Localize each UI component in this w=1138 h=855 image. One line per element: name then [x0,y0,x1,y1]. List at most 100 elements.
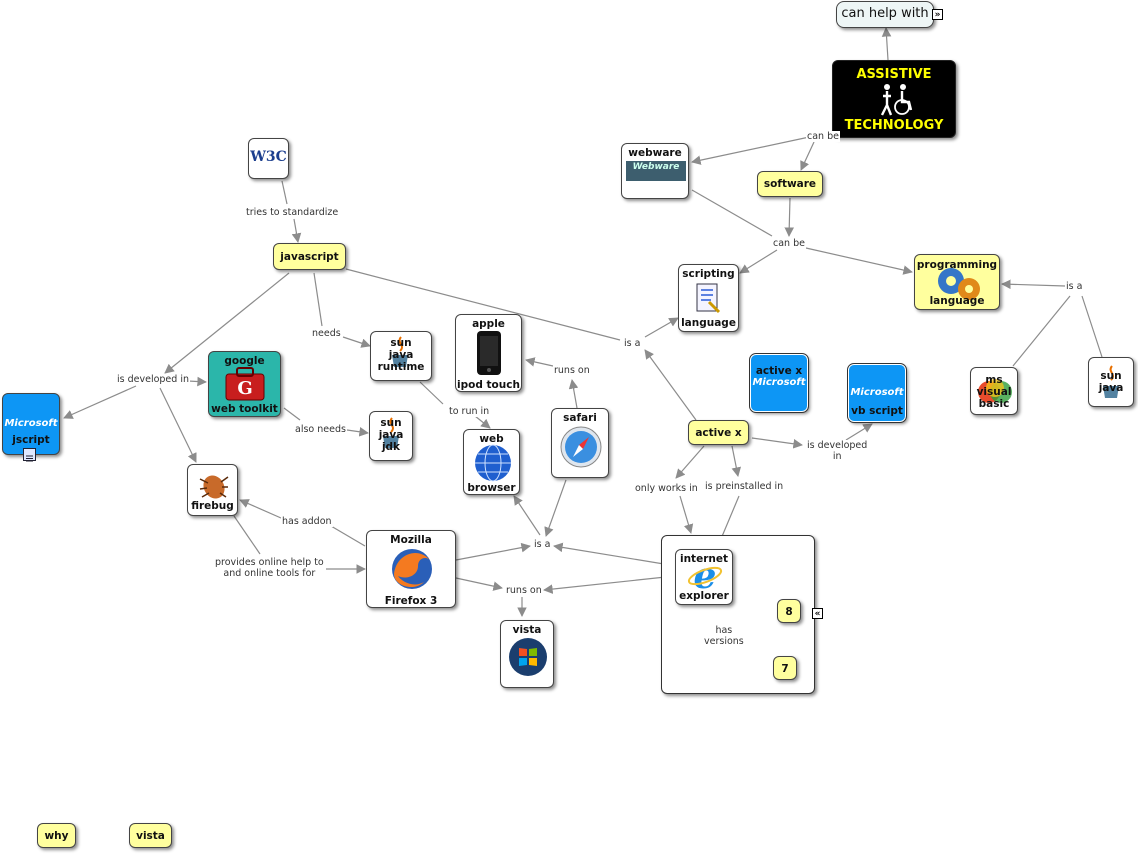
node-scripting-language[interactable]: scripting language [678,264,739,332]
link-label[interactable]: also needs [294,424,347,435]
node-label: explorer [679,590,729,602]
script-document-icon [696,283,721,314]
link-label[interactable]: is preinstalled in [704,481,785,492]
link-label[interactable]: tries to standardize [245,207,340,218]
node-label: language [681,317,736,329]
link-label[interactable]: to run in [448,406,491,417]
node-label: ASSISTIVE [856,67,932,82]
java-cup-icon [383,417,399,448]
node-label: java [388,349,414,361]
node-label: javascript [280,251,339,263]
safari-compass-icon [560,426,602,468]
node-web-browser[interactable]: web browser [463,429,520,495]
node-webware[interactable]: webware Webware [621,143,689,199]
link-label-developed-in[interactable]: is developed in [806,440,869,462]
node-active-x[interactable]: active x [688,420,749,445]
node-label: java [378,429,404,441]
node-label: sun [380,417,402,429]
windows-logo-icon [509,638,547,676]
node-active-x-microsoft[interactable]: active x Microsoft [749,353,809,413]
node-jscript[interactable]: Microsoft jscript [2,393,60,455]
webware-logo-text: Webware [632,162,680,172]
link-label[interactable]: runs on [505,585,543,596]
node-javascript[interactable]: javascript [273,243,346,270]
node-label: java [1098,382,1124,394]
node-vista[interactable]: vista [500,620,554,688]
link-label[interactable]: can be [806,131,840,142]
node-label: web toolkit [211,403,278,415]
node-label: active x [695,427,742,439]
link-label[interactable]: is a [1065,281,1084,292]
link-label[interactable]: is a [623,338,642,349]
link-label[interactable]: has addon [281,516,333,527]
node-apple-ipod-touch[interactable]: apple ipod touch [455,314,522,392]
link-label-line: provides online help to [215,557,324,568]
link-label[interactable]: is developed in [116,374,190,385]
ie-logo-icon: e [687,556,723,594]
link-label[interactable]: needs [311,328,342,339]
link-label-line: has [715,625,733,636]
link-label-provides[interactable]: provides online help to and online tools… [214,557,325,579]
document-resource-icon[interactable] [23,448,36,462]
node-programming-language[interactable]: programming language [914,254,1000,310]
node-label: basic [978,398,1010,410]
node-sun-java-runtime[interactable]: sun java runtime [370,331,432,381]
node-label: software [763,178,817,190]
node-google-web-toolkit[interactable]: google G web toolkit [208,351,281,417]
node-label: apple [472,318,505,330]
node-ms-visual-basic[interactable]: ms visual basic [970,367,1018,415]
node-vb-script[interactable]: Microsoft vb script [847,363,907,423]
node-vista-small[interactable]: vista [129,823,172,848]
node-label: programming [916,259,998,271]
node-label: browser [467,482,516,494]
node-assistive-technology[interactable]: ASSISTIVE TECHNOLOGY [832,60,956,138]
node-label: safari [563,412,597,424]
node-label: google [224,355,265,367]
node-version-8[interactable]: 8 [777,599,801,623]
node-sun-java-jdk[interactable]: sun java jdk [369,411,413,461]
w3c-logo-icon: W3C [250,149,287,165]
node-label: ipod touch [457,379,520,391]
firebug-icon [199,475,229,499]
node-label: 8 [785,606,793,618]
node-why[interactable]: why [37,823,76,848]
node-internet-explorer[interactable]: e internet explorer [675,549,733,605]
node-sun-java[interactable]: sun java [1088,357,1134,407]
node-can-help-with[interactable]: can help with [836,1,934,28]
microsoft-logo-icon: Microsoft [752,377,806,388]
java-cup-icon [392,336,408,367]
node-label: 7 [781,663,789,675]
gears-icon [938,268,980,300]
microsoft-logo-icon: Microsoft [850,387,904,398]
node-label: vista [136,830,165,842]
expand-node-icon[interactable]: » [932,9,943,20]
link-label-line: versions [704,636,744,647]
link-label[interactable]: runs on [553,365,591,376]
node-label: internet [679,553,728,565]
link-label[interactable]: can be [772,238,806,249]
link-label-line: and online tools for [223,568,316,579]
wheelchair-icon [880,84,913,116]
node-label: active x [755,365,803,377]
node-label: scripting [682,268,735,280]
node-label: why [44,830,69,842]
link-label-has-versions[interactable]: has versions [703,625,745,647]
link-label-line: is developed [807,440,868,451]
node-label: runtime [377,361,425,373]
node-mozilla-firefox[interactable]: Mozilla Firefox 3 [366,530,456,608]
node-label: TECHNOLOGY [844,118,944,133]
firefox-icon [392,549,432,589]
node-firebug[interactable]: firebug [187,464,238,516]
node-w3c[interactable]: W3C [248,138,289,179]
node-software[interactable]: software [757,171,823,197]
node-safari[interactable]: safari [551,408,609,478]
link-label[interactable]: is a [533,539,552,550]
node-label: vista [512,624,542,636]
link-label-line: in [832,451,842,462]
ipod-icon [477,331,501,375]
collapse-group-icon[interactable]: « [812,608,823,619]
link-label[interactable]: only works in [634,483,699,494]
toolbox-icon: G [225,367,265,401]
node-version-7[interactable]: 7 [773,656,797,680]
